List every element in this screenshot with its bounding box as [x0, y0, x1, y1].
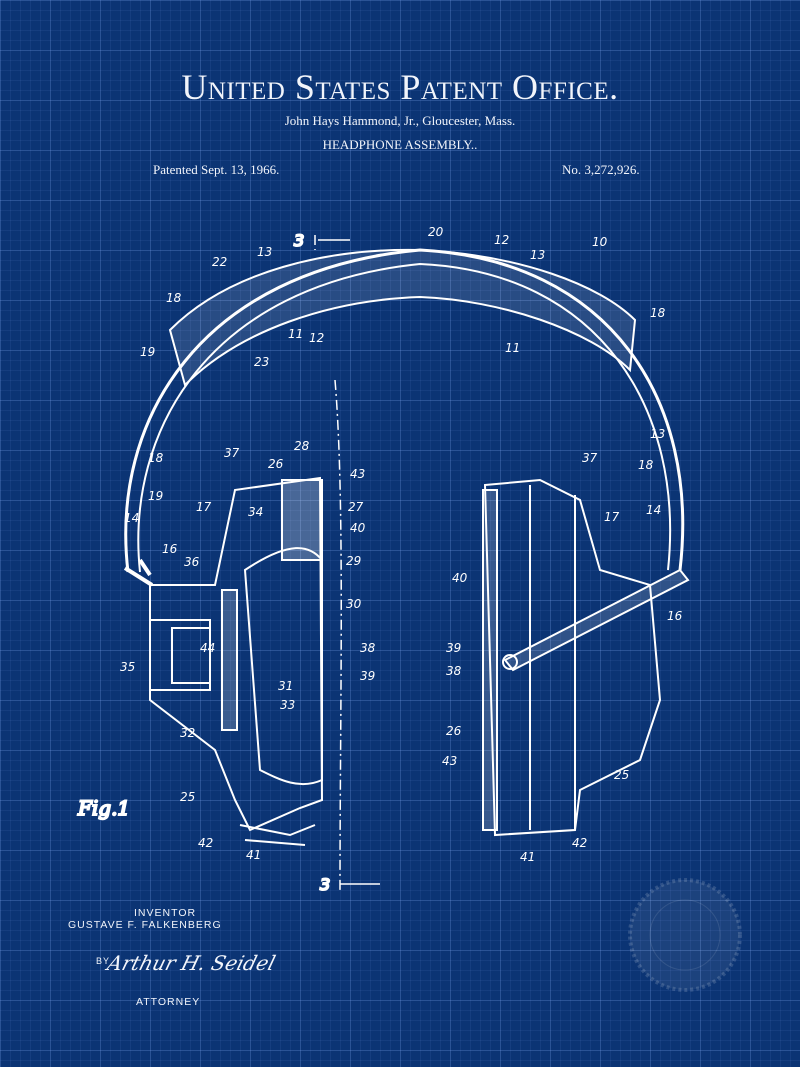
reference-numeral: 39 [446, 641, 461, 655]
reference-numeral: 12 [494, 233, 509, 247]
reference-numeral: 25 [614, 768, 629, 782]
reference-numeral: 40 [350, 521, 366, 535]
patent-number: No. 3,272,926. [562, 162, 640, 177]
inventor-line: John Hays Hammond, Jr., Gloucester, Mass… [284, 113, 516, 128]
headband-pad [168, 248, 637, 387]
inventor-name: GUSTAVE F. FALKENBERG [68, 919, 222, 931]
reference-numeral: 39 [360, 669, 375, 683]
reference-numeral: 28 [294, 439, 310, 453]
reference-numeral: 41 [520, 850, 535, 864]
patent-date: Patented Sept. 13, 1966. [153, 162, 280, 177]
reference-numeral: 14 [646, 503, 661, 517]
reference-numeral: 11 [505, 341, 520, 355]
reference-numeral: 42 [198, 836, 213, 850]
reference-numeral: 40 [452, 571, 468, 585]
reference-numerals: 20 12 13 10 22 13 18 11 12 18 19 23 11 13 18 37 28 26 43 18… [120, 225, 683, 864]
reference-numeral: 18 [148, 451, 164, 465]
page-title: United States Patent Office. [181, 67, 619, 107]
reference-numeral: 36 [184, 555, 200, 569]
inventor-label: INVENTOR [134, 907, 197, 919]
reference-numeral: 38 [446, 664, 462, 678]
reference-numeral: 44 [200, 641, 215, 655]
reference-numeral: 32 [180, 726, 195, 740]
reference-numeral: 19 [140, 345, 155, 359]
reference-numeral: 11 [288, 327, 303, 341]
reference-numeral: 16 [162, 542, 178, 556]
reference-numeral: 41 [246, 848, 261, 862]
right-ear-cup [482, 478, 690, 837]
reference-numeral: 13 [257, 245, 272, 259]
reference-numeral: 26 [446, 724, 462, 738]
section-mark-top: 3 [294, 231, 304, 250]
reference-numeral: 27 [348, 500, 364, 514]
reference-numeral: 14 [124, 511, 139, 525]
reference-numeral: 10 [592, 235, 608, 249]
section-mark-bottom: 3 [320, 875, 330, 894]
reference-numeral: 35 [120, 660, 135, 674]
reference-numeral: 13 [650, 427, 665, 441]
reference-numeral: 17 [604, 510, 620, 524]
reference-numeral: 26 [268, 457, 284, 471]
reference-numeral: 38 [360, 641, 376, 655]
reference-numeral: 19 [148, 489, 163, 503]
reference-numeral: 18 [638, 458, 654, 472]
attorney-signature: Arthur H. Seidel [104, 951, 279, 975]
reference-numeral: 29 [346, 554, 361, 568]
reference-numeral: 34 [248, 505, 263, 519]
reference-numeral: 37 [224, 446, 240, 460]
reference-numeral: 16 [667, 609, 683, 623]
attorney-label: ATTORNEY [136, 996, 201, 1008]
reference-numeral: 20 [428, 225, 444, 239]
reference-numeral: 31 [278, 679, 293, 693]
reference-numeral: 18 [166, 291, 182, 305]
patent-subject: HEADPHONE ASSEMBLY.. [322, 137, 478, 152]
section-line [314, 235, 342, 891]
reference-numeral: 18 [650, 306, 666, 320]
reference-numeral: 13 [530, 248, 545, 262]
left-ear-cup [123, 476, 324, 846]
by-label: BY [96, 956, 111, 966]
reference-numeral: 12 [309, 331, 324, 345]
reference-numeral: 43 [442, 754, 457, 768]
figure-label: Fig.1 [77, 796, 130, 820]
reference-numeral: 43 [350, 467, 365, 481]
reference-numeral: 25 [180, 790, 195, 804]
reference-numeral: 42 [572, 836, 587, 850]
reference-numeral: 33 [280, 698, 295, 712]
reference-numeral: 17 [196, 500, 212, 514]
reference-numeral: 22 [212, 255, 227, 269]
reference-numeral: 23 [254, 355, 269, 369]
reference-numeral: 37 [582, 451, 598, 465]
reference-numeral: 30 [346, 597, 362, 611]
